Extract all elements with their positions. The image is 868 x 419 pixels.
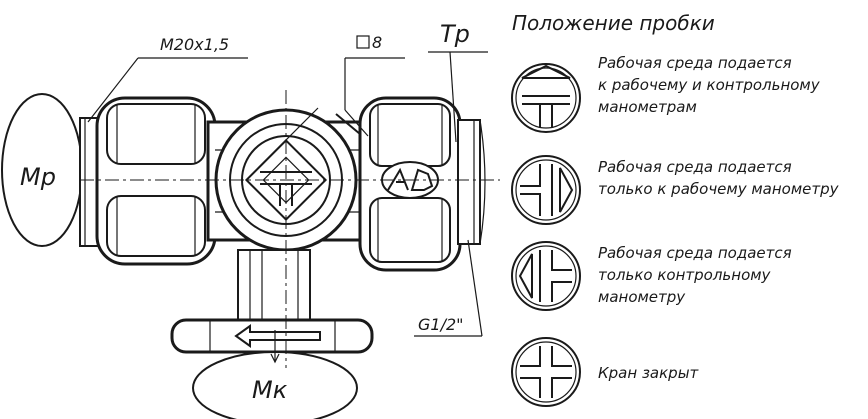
legend-item-1-line-2: к рабочему и контрольному: [598, 76, 821, 94]
callout-thread-top: M20x1,5: [87, 35, 248, 123]
callout-tp: Tp: [428, 20, 488, 143]
label-mp: Mp: [20, 163, 56, 191]
left-nut: [95, 96, 217, 266]
legend-item-3-line-1: Рабочая среда подается: [598, 244, 792, 262]
callout-square: 8: [257, 33, 405, 169]
plug-position-4-icon: [511, 337, 581, 407]
legend-title: Положение пробки: [512, 11, 715, 35]
gauge-mk: Мк: [192, 330, 358, 419]
legend-item-3-line-2: только контрольному: [598, 266, 772, 284]
legend-item-1-line-3: манометрам: [598, 98, 697, 116]
label-tp: Tp: [440, 20, 470, 48]
handle: [170, 249, 374, 354]
legend-item-3-line-3: манометру: [598, 288, 686, 306]
right-nut: [358, 96, 462, 272]
legend-item-1-line-1: Рабочая среда подается: [598, 54, 792, 72]
label-thread-bottom: G1/2": [418, 315, 464, 334]
label-square: 8: [372, 33, 382, 52]
right-pipe: [457, 119, 486, 245]
legend-item-4-line-1: Кран закрыт: [598, 364, 700, 382]
label-mk: Мк: [252, 376, 288, 404]
plug-position-3-icon: [511, 241, 581, 311]
plug-position-2-icon: [511, 155, 581, 225]
legend-item-2-line-1: Рабочая среда подается: [598, 158, 792, 176]
gauge-mp: Mp: [1, 93, 83, 247]
square-symbol: [356, 35, 370, 49]
label-thread-top: M20x1,5: [160, 35, 229, 54]
legend-item-2-line-2: только к рабочему манометру: [598, 180, 840, 198]
callout-thread-bottom: G1/2": [414, 239, 483, 337]
plug-position-1-icon: [511, 63, 581, 133]
